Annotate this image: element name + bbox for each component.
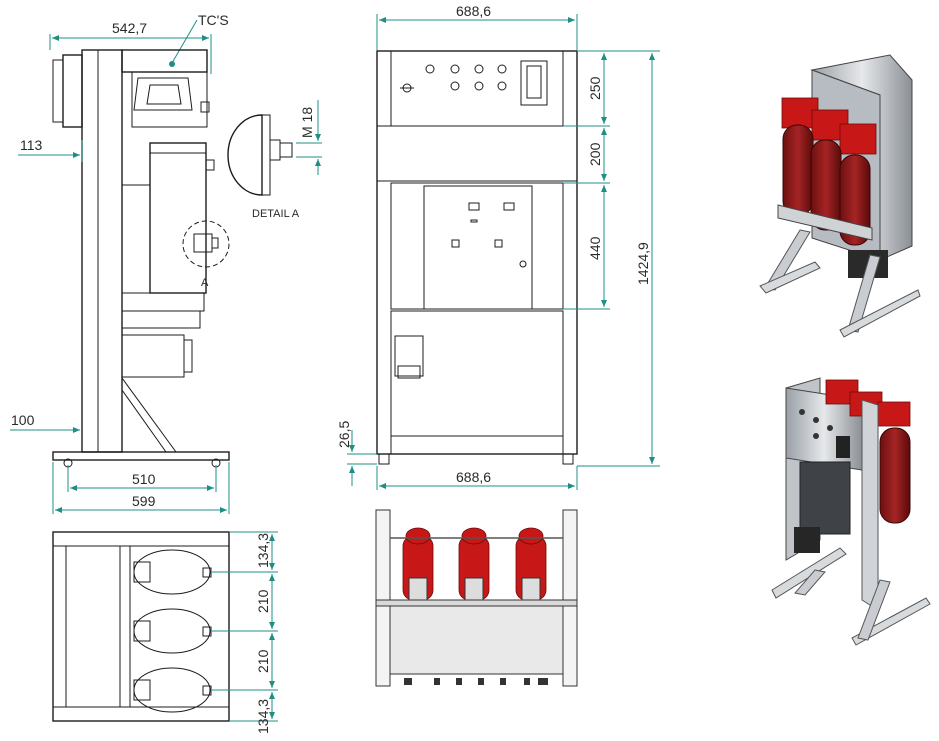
plan-view: 134,3 210 210 134,3 (52, 531, 278, 734)
dim-plan-top: 134,3 (255, 533, 271, 568)
dim-side-599: 599 (132, 493, 156, 509)
label-tcs: TC'S (198, 12, 229, 28)
detail-label: DETAIL A (252, 208, 300, 220)
dim-front-250: 250 (587, 76, 603, 100)
dim-plan-210a: 210 (255, 589, 271, 613)
plan-transformer-1 (133, 549, 212, 595)
dim-front-feet: 26,5 (336, 421, 352, 448)
rear-transformer-1 (402, 527, 434, 601)
dim-front-total: 1424,9 (635, 242, 651, 285)
iso-view-bottom (771, 377, 931, 646)
detail-marker: A (201, 277, 209, 289)
dim-front-bottom: 688,6 (456, 469, 491, 485)
dim-plan-bottom: 134,3 (255, 699, 271, 734)
dim-front-200: 200 (587, 142, 603, 166)
plan-transformer-3 (133, 667, 212, 713)
dim-side-510: 510 (132, 471, 156, 487)
rear-transformer-3 (515, 527, 547, 601)
rear-transformer-2 (458, 527, 490, 601)
rear-view (375, 509, 578, 687)
dim-side-113: 113 (20, 137, 43, 153)
detail-a: M 18 DETAIL A (227, 100, 322, 220)
dim-front-top: 688,6 (456, 3, 491, 19)
dim-plan-210b: 210 (255, 649, 271, 673)
dim-side-100: 100 (11, 412, 35, 428)
plan-transformer-2 (133, 608, 212, 654)
side-view: 542,7 TC'S A (10, 12, 230, 514)
dim-front-440: 440 (587, 236, 603, 260)
iso-view-top (759, 54, 921, 338)
front-view: 688,6 250 200 (336, 3, 660, 490)
dim-side-top-width: 542,7 (112, 20, 147, 36)
dim-detail-thread: M 18 (299, 107, 315, 138)
